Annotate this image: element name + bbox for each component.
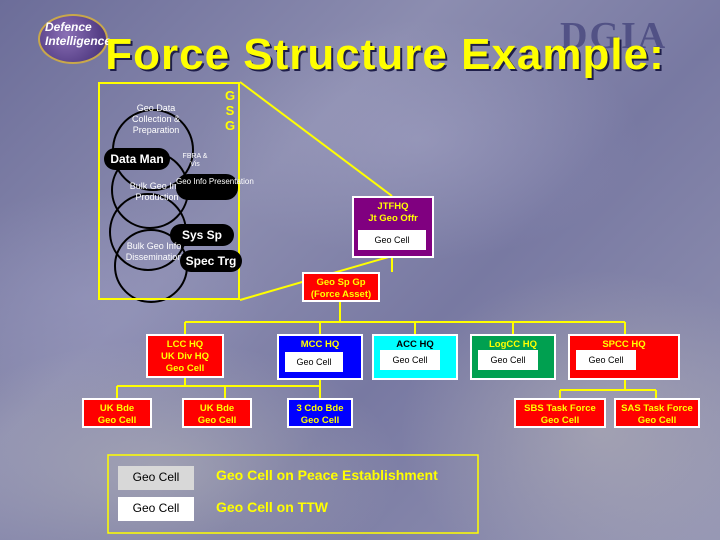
sbs-task-force-label: SBS Task Force [524, 403, 596, 414]
legend-ttw-text: Geo Cell on TTW [216, 499, 328, 515]
spcc-geo-cell: Geo Cell [576, 350, 636, 370]
sbs-task-force-node: SBS Task Force Geo Cell [514, 398, 606, 428]
fbra-label: FBRA & Vis [182, 153, 208, 168]
acc-hq-label: ACC HQ [396, 339, 434, 350]
uk-bde-1-node: UK Bde Geo Cell [82, 398, 152, 428]
uk-bde-2-geo-cell: Geo Cell [197, 415, 237, 426]
jtfhq-geo-cell: Geo Cell [358, 230, 426, 250]
logcc-geo-cell: Geo Cell [478, 350, 538, 370]
bulk-production-label: Bulk Geo Info Production [129, 181, 185, 202]
geo-support-frame [98, 82, 240, 300]
cdo-bde-geo-cell: Geo Cell [300, 415, 340, 426]
data-man-pill: Data Man [104, 148, 170, 170]
uk-bde-1-geo-cell: Geo Cell [97, 415, 137, 426]
spcc-hq-label: SPCC HQ [602, 339, 646, 350]
logcc-hq-label: LogCC HQ [488, 339, 538, 350]
mcc-hq-label: MCC HQ [300, 339, 340, 350]
sbs-geo-cell: Geo Cell [540, 415, 580, 426]
defence-intelligence-logo [38, 14, 108, 64]
collection-label: Geo Data Collection & Preparation [131, 103, 181, 135]
sys-sp-pill: Sys Sp [170, 224, 234, 246]
legend-peace-text: Geo Cell on Peace Establishment [216, 467, 438, 483]
geo-sp-gp-label: Geo Sp Gp [316, 277, 366, 288]
spec-trg-pill: Spec Trg [180, 250, 242, 272]
sas-task-force-node: SAS Task Force Geo Cell [614, 398, 700, 428]
uk-bde-1-label: UK Bde [99, 403, 135, 414]
acc-geo-cell: Geo Cell [380, 350, 440, 370]
cdo-bde-node: 3 Cdo Bde Geo Cell [287, 398, 353, 428]
lcc-hq-node: LCC HQ UK Div HQ Geo Cell [146, 334, 224, 378]
legend-peace-swatch: Geo Cell [118, 466, 194, 490]
mcc-geo-cell: Geo Cell [285, 352, 343, 372]
legend-ttw-swatch: Geo Cell [118, 497, 194, 521]
lcc-hq-label: LCC HQ [166, 339, 204, 350]
page-title: Force Structure Example: [105, 30, 665, 79]
agency-mark: DGIA [560, 15, 668, 57]
geo-sp-gp-node: Geo Sp Gp (Force Asset) [302, 272, 380, 302]
uk-bde-2-node: UK Bde Geo Cell [182, 398, 252, 428]
uk-bde-2-label: UK Bde [199, 403, 235, 414]
gsg-side-label: G S G [224, 88, 236, 133]
uk-div-hq-label: UK Div HQ [160, 351, 210, 362]
jt-geo-offr-label: Jt Geo Offr [368, 213, 418, 224]
sas-task-force-label: SAS Task Force [621, 403, 693, 414]
sas-geo-cell: Geo Cell [637, 415, 677, 426]
lcc-geo-cell-label: Geo Cell [165, 363, 205, 374]
jtfhq-label: JTFHQ [377, 201, 409, 212]
bulk-dissemination-label: Bulk Geo Info Dissemination [125, 241, 183, 262]
info-presentation-pill: Geo Info Presentation [176, 174, 254, 200]
cdo-bde-label: 3 Cdo Bde [296, 403, 344, 414]
logo-text: Defence Intelligence [45, 20, 112, 48]
force-asset-label: (Force Asset) [310, 289, 372, 300]
